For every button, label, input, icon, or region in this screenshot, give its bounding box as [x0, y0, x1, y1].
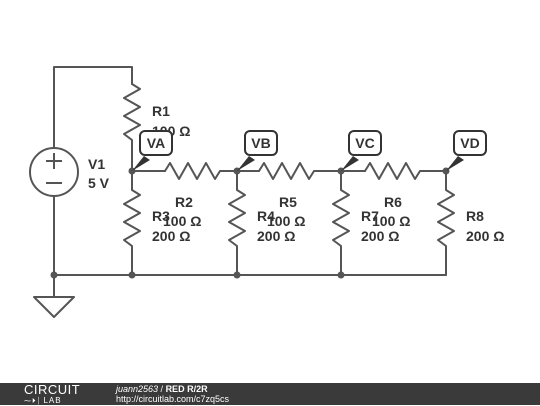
- resistor-r1: [123, 83, 141, 172]
- resistor-r4: [228, 170, 246, 276]
- label-v1-value: 5 V: [88, 175, 110, 191]
- resistor-r2: [164, 162, 238, 180]
- probe-va-label: VA: [147, 135, 165, 151]
- ground-symbol: [33, 296, 75, 318]
- probe-vb-label: VB: [251, 135, 270, 151]
- circuit-title: RED R/2R: [165, 384, 208, 394]
- label-r2-name: R2: [175, 194, 193, 210]
- label-r5-name: R5: [279, 194, 297, 210]
- label-r8-name: R8: [466, 208, 484, 224]
- probe-vd-label: VD: [460, 135, 479, 151]
- resistor-r6: [364, 162, 447, 180]
- label-r5-value: 100 Ω: [267, 213, 305, 229]
- label-r7-name: R7: [361, 208, 379, 224]
- resistor-r8: [437, 170, 455, 276]
- label-r4-value: 200 Ω: [257, 228, 295, 244]
- label-r3-name: R3: [152, 208, 170, 224]
- wire-top: [53, 66, 133, 149]
- probe-va[interactable]: VA: [132, 130, 173, 171]
- junction-dot: [337, 271, 345, 279]
- resistor-r5: [258, 162, 342, 180]
- logo-lab-text: LAB: [43, 396, 62, 405]
- resistor-r7: [332, 170, 350, 276]
- label-r6-name: R6: [384, 194, 402, 210]
- circuitlab-logo[interactable]: CIRCUIT ⁓⏵⏐LAB: [24, 382, 94, 406]
- probe-vb[interactable]: VB: [237, 130, 278, 171]
- label-r2-value: 100 Ω: [163, 213, 201, 229]
- label-r4-name: R4: [257, 208, 275, 224]
- label-r3-value: 200 Ω: [152, 228, 190, 244]
- resistor-r3: [123, 170, 141, 276]
- schematic-canvas: V1 5 V R1 100 Ω R2 100 Ω R3 200 Ω R4 200…: [29, 66, 504, 318]
- resistor-logo-icon: ⁓⏵⏐: [24, 398, 42, 405]
- label-r8-value: 200 Ω: [466, 228, 504, 244]
- probe-vd[interactable]: VD: [446, 130, 487, 171]
- logo-wordmark-bottom: ⁓⏵⏐LAB: [24, 396, 94, 406]
- junction-dot: [128, 271, 136, 279]
- logo-wordmark-top: CIRCUIT: [24, 382, 81, 397]
- author-name[interactable]: juann2563: [116, 384, 159, 394]
- credit-separator: /: [158, 384, 166, 394]
- circuit-url[interactable]: http://circuitlab.com/c7zq5cs: [116, 394, 230, 404]
- junction-dot: [233, 271, 241, 279]
- footer-bar: CIRCUIT ⁓⏵⏐LAB juann2563 / RED R/2R http…: [0, 383, 540, 405]
- probe-vc[interactable]: VC: [341, 130, 382, 171]
- voltage-source-v1: [29, 147, 79, 197]
- circuit-credit: juann2563 / RED R/2R: [116, 384, 208, 394]
- junction-dot: [50, 271, 58, 279]
- probe-vc-label: VC: [355, 135, 374, 151]
- label-v1-name: V1: [88, 156, 105, 172]
- label-r1-name: R1: [152, 103, 170, 119]
- label-r7-value: 200 Ω: [361, 228, 399, 244]
- label-r6-value: 100 Ω: [372, 213, 410, 229]
